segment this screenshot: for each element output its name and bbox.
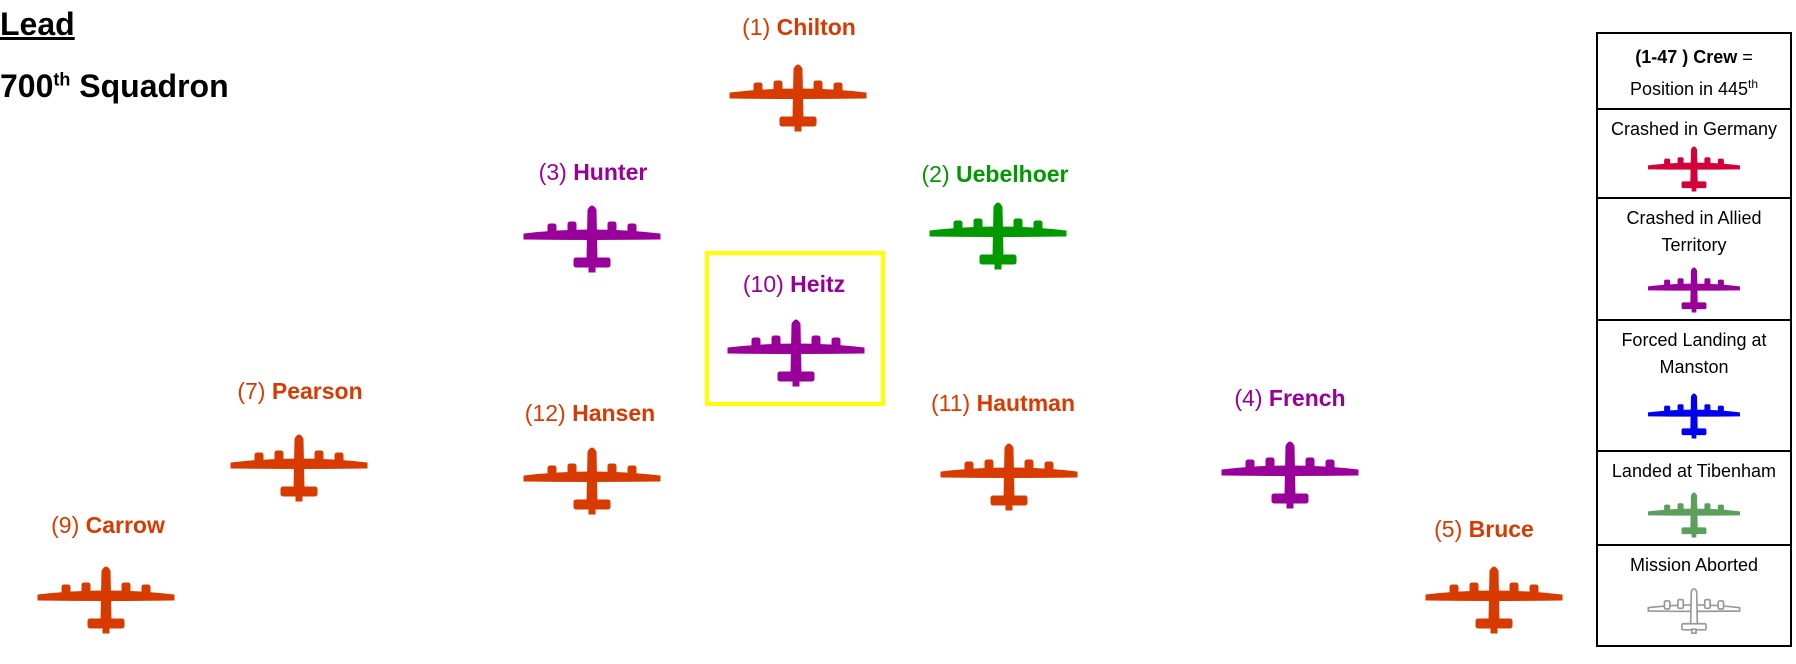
plane-icon	[1647, 261, 1741, 315]
squadron-suffix: th	[53, 69, 71, 90]
formation-label-1: (1) Chilton	[742, 14, 856, 40]
plane-icon	[1647, 140, 1741, 194]
legend-row-mission-aborted: Mission Aborted	[1598, 546, 1790, 645]
plane-icon	[726, 310, 866, 390]
plane-icon	[229, 425, 369, 505]
squadron-title: 700th Squadron	[0, 68, 229, 105]
plane-icon	[728, 55, 868, 135]
plane-outline-icon	[1647, 582, 1741, 636]
plane-icon	[36, 557, 176, 637]
legend-key-row: (1-47 ) Crew = Position in 445th	[1598, 34, 1790, 110]
plane-icon	[522, 438, 662, 518]
legend-row-crashed-germany: Crashed in Germany	[1598, 110, 1790, 199]
legend-key-range: (1-47 )	[1635, 47, 1689, 67]
plane-icon	[522, 196, 662, 276]
formation-label-5: (5) Bruce	[1434, 516, 1534, 542]
lead-highlight-box	[705, 251, 885, 406]
plane-icon	[1647, 486, 1741, 540]
formation-label-3: (3) Hunter	[538, 159, 648, 185]
legend-key-sup: th	[1748, 77, 1759, 91]
plane-icon	[939, 434, 1079, 514]
formation-label-12: (12) Hansen	[524, 400, 656, 426]
squadron-number: 700	[0, 68, 54, 104]
formation-label-10: (10) Heitz	[742, 271, 846, 297]
legend-key-line2: Position in 445	[1629, 79, 1749, 99]
legend-key-eq: =	[1742, 47, 1753, 67]
lead-title: Lead	[0, 6, 75, 42]
formation-label-2: (2) Uebelhoer	[921, 161, 1069, 187]
legend-key-crew: Crew	[1693, 47, 1738, 67]
plane-icon	[928, 193, 1068, 273]
formation-label-11: (11) Hautman	[931, 390, 1075, 416]
legend: (1-47 ) Crew = Position in 445th Crashed…	[1596, 32, 1792, 647]
formation-label-7: (7) Pearson	[237, 378, 363, 404]
legend-row-landed-tibenham: Landed at Tibenham	[1598, 452, 1790, 546]
plane-icon	[1424, 557, 1564, 637]
squadron-word: Squadron	[79, 68, 229, 104]
plane-icon	[1220, 432, 1360, 512]
formation-label-4: (4) French	[1234, 385, 1346, 411]
plane-icon	[1647, 387, 1741, 441]
formation-label-9: (9) Carrow	[51, 512, 165, 538]
